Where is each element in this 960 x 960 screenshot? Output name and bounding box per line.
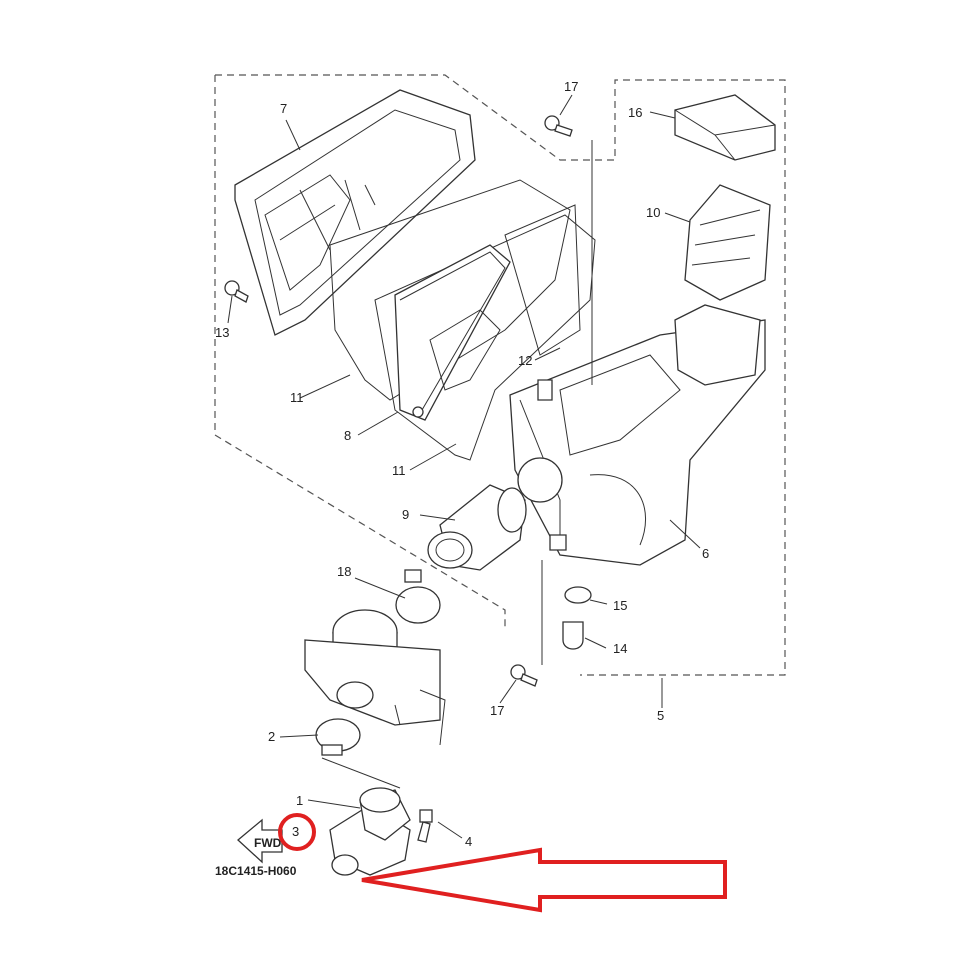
callout-14: 14 — [613, 641, 627, 656]
gasket-upper — [329, 179, 571, 401]
bolt-4 — [417, 809, 433, 843]
callout-6: 6 — [702, 546, 709, 561]
callout-4: 4 — [465, 834, 472, 849]
callout-17b: 17 — [490, 703, 504, 718]
screw-17-upper — [544, 115, 573, 137]
callout-10: 10 — [646, 205, 660, 220]
screw-17-lower — [510, 664, 538, 687]
callout-8: 8 — [344, 428, 351, 443]
fwd-label: FWD — [254, 836, 282, 850]
highlight-circle — [278, 813, 316, 851]
callout-11a: 11 — [290, 390, 304, 405]
callout-3: 3 — [292, 824, 299, 839]
reference-code: 18C1415-H060 — [215, 864, 297, 878]
callout-5: 5 — [657, 708, 664, 723]
screw-13 — [224, 280, 249, 303]
intake-joint — [427, 484, 527, 571]
callout-16: 16 — [628, 105, 642, 120]
highlight-annotation — [278, 813, 727, 913]
leader-lines — [227, 94, 701, 839]
clamp-lower — [315, 718, 361, 756]
manifold-joint — [329, 787, 411, 876]
assembly-boundary-left — [215, 74, 786, 676]
assembly-boundary-lower — [214, 75, 506, 630]
intake-duct — [684, 184, 771, 301]
callout-1: 1 — [296, 793, 303, 808]
callout-17a: 17 — [564, 79, 578, 94]
carburetor — [304, 609, 446, 746]
duct-cap — [674, 94, 776, 161]
plate — [504, 204, 581, 356]
duct-mount — [674, 304, 761, 386]
callout-numbers: 1 2 3 4 5 6 7 8 9 10 11 11 12 13 14 15 1… — [215, 79, 709, 849]
callout-11b: 11 — [392, 463, 406, 478]
air-filter-element — [394, 244, 511, 421]
clamp-upper — [395, 569, 441, 624]
callout-12: 12 — [518, 353, 532, 368]
highlight-arrow-icon — [361, 847, 727, 913]
callout-15: 15 — [613, 598, 627, 613]
callout-9: 9 — [402, 507, 409, 522]
o-ring — [331, 854, 359, 876]
air-cleaner-cover — [234, 89, 476, 336]
gasket-lower — [374, 214, 596, 461]
clip-15 — [564, 586, 592, 604]
callout-7: 7 — [280, 101, 287, 116]
callout-18: 18 — [337, 564, 351, 579]
drain-plug-14 — [562, 621, 584, 650]
callout-2: 2 — [268, 729, 275, 744]
callout-13: 13 — [215, 325, 229, 340]
